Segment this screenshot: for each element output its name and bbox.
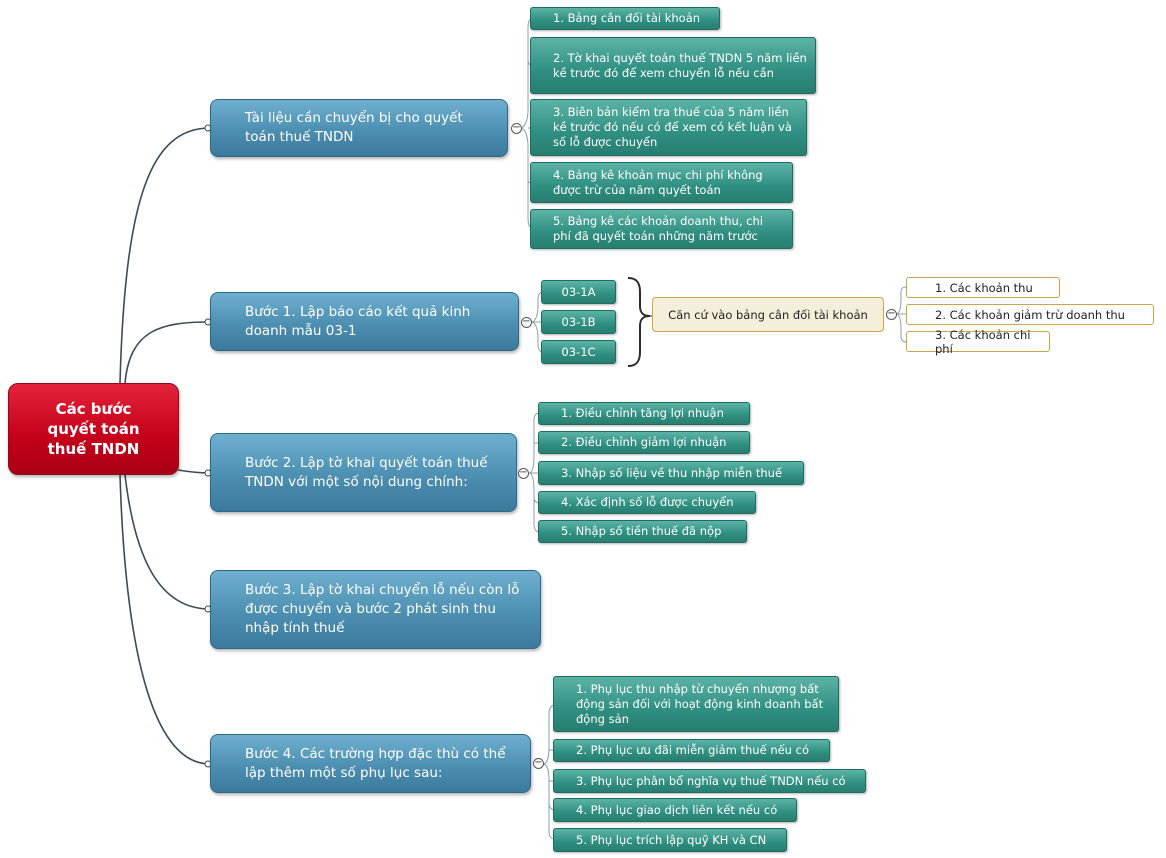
subtopic-label: 4. Phụ lục giao dịch liên kết nếu có bbox=[576, 802, 778, 817]
subtopic-label: 2. Phụ lục ưu đãi miễn giảm thuế nếu có bbox=[576, 743, 809, 757]
subtopic-item[interactable]: 3. Biên bản kiểm tra thuế của 5 năm liền… bbox=[530, 99, 807, 156]
topic-label: Bước 2. Lập tờ khai quyết toán thuế TNDN… bbox=[245, 454, 488, 490]
topic-label: Bước 4. Các trường hợp đặc thù có thể lậ… bbox=[245, 745, 506, 781]
collapse-toggle-documents[interactable]: − bbox=[511, 122, 522, 134]
subtopic-label: 5. Bảng kê các khoản doanh thu, chi phí … bbox=[553, 214, 763, 243]
basis-item[interactable]: 2. Các khoản giảm trừ doanh thu bbox=[906, 304, 1154, 325]
root-topic-label: Các bước quyết toán thuế TNDN bbox=[47, 400, 140, 458]
basis-label: Căn cứ vào bảng cân đối tài khoản bbox=[668, 307, 868, 322]
subtopic-label: 4. Xác định số lỗ được chuyển bbox=[561, 495, 734, 509]
collapse-toggle-basis[interactable]: − bbox=[886, 308, 897, 320]
subtopic-item[interactable]: 1. Phụ lục thu nhập từ chuyển nhượng bất… bbox=[553, 676, 839, 732]
collapse-toggle-step-4[interactable]: − bbox=[533, 757, 544, 769]
subtopic-item[interactable]: 3. Phụ lục phân bổ nghĩa vụ thuế TNDN nế… bbox=[553, 769, 866, 793]
topic-step-4[interactable]: Bước 4. Các trường hợp đặc thù có thể lậ… bbox=[210, 734, 531, 793]
root-topic[interactable]: Các bước quyết toán thuế TNDN bbox=[8, 383, 179, 475]
topic-step-3[interactable]: Bước 3. Lập tờ khai chuyển lỗ nếu còn lỗ… bbox=[210, 570, 541, 649]
topic-label: Bước 1. Lập báo cáo kết quả kinh doanh m… bbox=[245, 303, 471, 339]
subtopic-item[interactable]: 5. Bảng kê các khoản doanh thu, chi phí … bbox=[530, 209, 793, 249]
subtopic-label: 03-1C bbox=[561, 344, 596, 359]
subtopic-label: 4. Bảng kê khoản mục chi phí không được … bbox=[553, 167, 763, 197]
subtopic-item[interactable]: 2. Phụ lục ưu đãi miễn giảm thuế nếu có bbox=[553, 739, 830, 762]
subtopic-item[interactable]: 2. Điều chỉnh giảm lợi nhuận bbox=[538, 431, 750, 454]
basis-node[interactable]: Căn cứ vào bảng cân đối tài khoản bbox=[652, 297, 884, 332]
subtopic-label: 5. Phụ lục trích lập quỹ KH và CN bbox=[576, 832, 767, 847]
basis-item-label: 2. Các khoản giảm trừ doanh thu bbox=[935, 307, 1125, 322]
subtopic-item[interactable]: 03-1B bbox=[541, 310, 616, 334]
subtopic-item[interactable]: 5. Phụ lục trích lập quỹ KH và CN bbox=[553, 828, 787, 852]
subtopic-item[interactable]: 4. Xác định số lỗ được chuyển bbox=[538, 491, 756, 514]
subtopic-label: 2. Điều chỉnh giảm lợi nhuận bbox=[561, 435, 727, 449]
subtopic-label: 5. Nhập số tiền thuế đã nộp bbox=[561, 524, 722, 538]
subtopic-item[interactable]: 03-1A bbox=[541, 280, 616, 304]
topic-step-1[interactable]: Bước 1. Lập báo cáo kết quả kinh doanh m… bbox=[210, 292, 519, 351]
subtopic-label: 1. Bảng cân đối tài khoản bbox=[553, 11, 701, 25]
subtopic-item[interactable]: 3. Nhập số liệu về thu nhập miễn thuế bbox=[538, 461, 804, 485]
subtopic-item[interactable]: 03-1C bbox=[541, 340, 616, 364]
topic-label: Tài liệu cần chuyển bị cho quyết toán th… bbox=[245, 110, 463, 145]
topic-label: Bước 3. Lập tờ khai chuyển lỗ nếu còn lỗ… bbox=[245, 582, 520, 636]
subtopic-label: 03-1A bbox=[561, 284, 596, 299]
subtopic-item[interactable]: 1. Điều chỉnh tăng lợi nhuận bbox=[538, 402, 750, 425]
subtopic-label: 3. Nhập số liệu về thu nhập miễn thuế bbox=[561, 465, 783, 480]
topic-documents[interactable]: Tài liệu cần chuyển bị cho quyết toán th… bbox=[210, 99, 508, 157]
subtopic-label: 1. Điều chỉnh tăng lợi nhuận bbox=[561, 406, 724, 420]
subtopic-label: 03-1B bbox=[561, 314, 596, 329]
subtopic-item[interactable]: 4. Phụ lục giao dịch liên kết nếu có bbox=[553, 798, 797, 822]
basis-item-label: 1. Các khoản thu bbox=[935, 280, 1033, 295]
basis-item[interactable]: 1. Các khoản thu bbox=[906, 277, 1060, 298]
topic-step-2[interactable]: Bước 2. Lập tờ khai quyết toán thuế TNDN… bbox=[210, 433, 517, 512]
basis-item-label: 3. Các khoản chi phí bbox=[935, 327, 1031, 356]
subtopic-label: 1. Phụ lục thu nhập từ chuyển nhượng bất… bbox=[576, 681, 824, 726]
subtopic-item[interactable]: 1. Bảng cân đối tài khoản bbox=[530, 7, 720, 30]
subtopic-item[interactable]: 2. Tờ khai quyết toán thuế TNDN 5 năm li… bbox=[530, 37, 816, 94]
subtopic-label: 2. Tờ khai quyết toán thuế TNDN 5 năm li… bbox=[553, 50, 807, 80]
collapse-toggle-step-2[interactable]: − bbox=[518, 467, 529, 479]
collapse-toggle-step-1[interactable]: − bbox=[521, 316, 532, 328]
subtopic-item[interactable]: 4. Bảng kê khoản mục chi phí không được … bbox=[530, 162, 793, 203]
subtopic-label: 3. Biên bản kiểm tra thuế của 5 năm liền… bbox=[553, 105, 792, 149]
subtopic-item[interactable]: 5. Nhập số tiền thuế đã nộp bbox=[538, 520, 747, 543]
basis-item[interactable]: 3. Các khoản chi phí bbox=[906, 328, 1050, 356]
subtopic-label: 3. Phụ lục phân bổ nghĩa vụ thuế TNDN nế… bbox=[576, 773, 846, 788]
